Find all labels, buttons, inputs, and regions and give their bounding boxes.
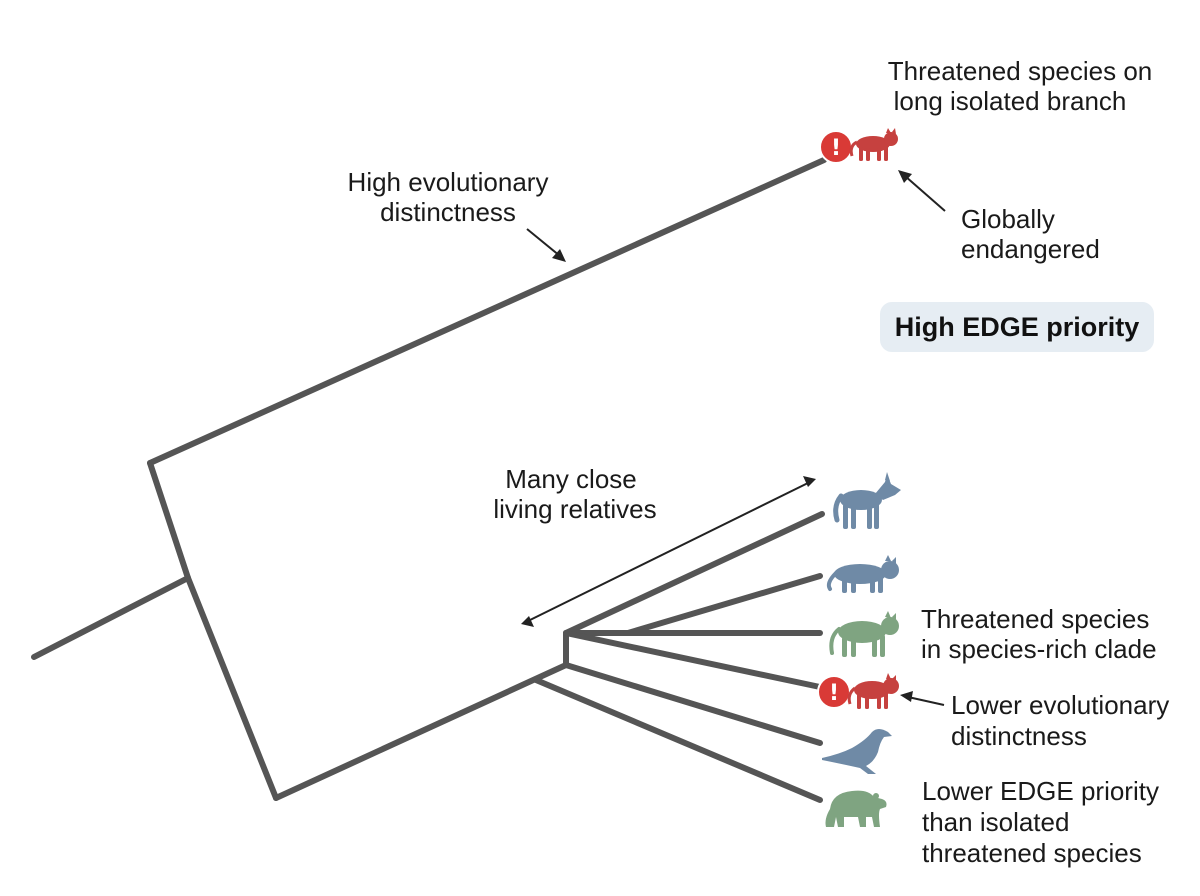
arrow-relatives-head-bottom — [521, 616, 534, 627]
isolated-title-line1: Threatened species on — [888, 56, 1153, 86]
lower-node-branch — [185, 575, 279, 801]
arrow-high-ed-line — [526, 228, 561, 257]
labels: Threatened species on long isolated bran… — [348, 56, 1170, 868]
clade-stem-branch — [273, 662, 569, 801]
bear-icon — [825, 790, 887, 827]
big-cat-icon — [829, 611, 899, 657]
relatives-line1: Many close — [505, 464, 637, 494]
high-edge-priority-label: High EDGE priority — [895, 312, 1140, 342]
alert-icon: ! — [817, 675, 851, 709]
tree-branches — [31, 157, 827, 803]
sea-lion-icon — [822, 729, 892, 774]
rich-clade-line2: in species-rich clade — [921, 634, 1157, 664]
wolf-icon — [833, 472, 901, 529]
arrow-relatives-head-top — [803, 476, 816, 487]
lower-edge-line2: than isolated — [922, 807, 1069, 837]
lower-edge-line3: threatened species — [922, 838, 1142, 868]
branch-cat-blue — [625, 573, 823, 636]
big-cat-icon — [826, 555, 899, 593]
upper-node-branch — [147, 460, 191, 581]
isolated-title-line2: long isolated branch — [894, 86, 1127, 116]
svg-text:!: ! — [829, 681, 839, 706]
relatives-line2: living relatives — [493, 494, 656, 524]
isolated-threatened-species: ! — [819, 128, 898, 164]
high-ed-line1: High evolutionary — [348, 167, 549, 197]
high-ed-line2: distinctness — [380, 197, 516, 227]
big-cat-icon — [849, 128, 898, 161]
lower-ed-line1: Lower evolutionary — [951, 690, 1169, 720]
arrow-lower-ed-line — [907, 696, 945, 706]
branch-bear — [533, 677, 823, 803]
root-branch — [31, 575, 191, 660]
clade-threatened-species: ! — [817, 673, 899, 709]
globally-line2: endangered — [961, 234, 1100, 264]
big-cat-icon — [847, 673, 899, 709]
branch-wolf — [563, 511, 825, 636]
high-edge-badge — [880, 302, 1154, 352]
arrow-high-ed-head — [552, 249, 566, 262]
branch-cat-red — [563, 630, 823, 690]
svg-text:!: ! — [831, 136, 841, 161]
alert-icon: ! — [819, 130, 853, 164]
arrow-globally-line — [904, 175, 946, 212]
globally-line1: Globally — [961, 204, 1055, 234]
rich-clade-line1: Threatened species — [921, 604, 1149, 634]
isolated-long-branch — [147, 157, 827, 466]
annotation-arrows — [521, 170, 946, 706]
lower-ed-line2: distinctness — [951, 721, 1087, 751]
arrow-globally-head — [898, 170, 912, 183]
lower-edge-line1: Lower EDGE priority — [922, 776, 1159, 806]
branch-sea-lion — [563, 662, 823, 746]
arrow-relatives-line — [527, 481, 811, 622]
arrow-lower-ed-head — [900, 691, 913, 702]
